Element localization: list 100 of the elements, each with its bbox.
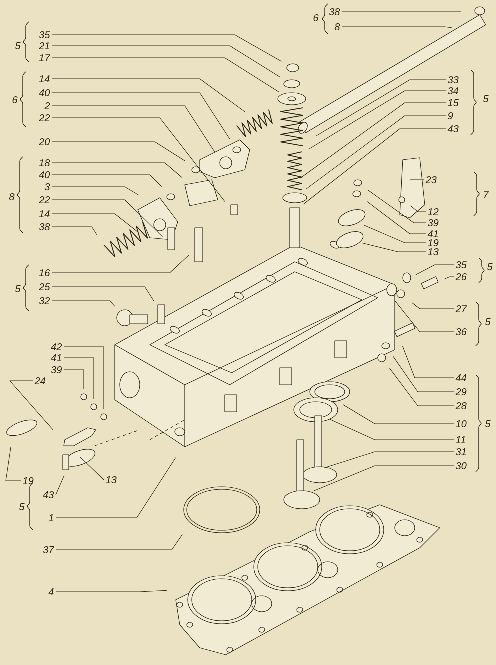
group-number: 7 xyxy=(484,192,490,198)
leader-line xyxy=(362,242,426,252)
callout-number: 19 xyxy=(23,477,34,485)
callout-number: 14 xyxy=(39,210,50,218)
callout-number: 32 xyxy=(39,297,50,305)
leader-line xyxy=(52,300,116,307)
leader-line xyxy=(52,254,190,274)
leader-line xyxy=(364,224,426,244)
leader-line xyxy=(367,202,426,234)
callout-number: 12 xyxy=(428,208,439,216)
leader-line xyxy=(52,34,282,62)
group-number: 6 xyxy=(314,14,319,22)
callout-number: 39 xyxy=(428,219,439,227)
callout-number: 13 xyxy=(428,248,439,256)
leader-line xyxy=(300,102,446,179)
leader-line xyxy=(56,458,176,518)
leader-line xyxy=(52,200,163,238)
leader-line xyxy=(64,358,94,400)
callout-number: 44 xyxy=(456,374,467,382)
leader-line xyxy=(416,264,454,276)
leader-line xyxy=(316,80,446,137)
leader-line xyxy=(412,302,454,310)
callout-number: 10 xyxy=(456,420,467,428)
callout-number: 13 xyxy=(106,476,117,484)
callout-number: 21 xyxy=(39,42,50,50)
callout-number: 2 xyxy=(44,102,50,110)
callout-number: 35 xyxy=(456,261,467,269)
leader-line xyxy=(56,475,65,496)
group-number: 5 xyxy=(483,96,489,102)
callout-number: 34 xyxy=(448,87,459,95)
callout-number: 43 xyxy=(43,491,54,499)
callout-number: 1 xyxy=(48,514,54,522)
group-number: 5 xyxy=(19,504,25,510)
callout-number: 31 xyxy=(456,448,466,456)
leader-line xyxy=(314,466,454,492)
callout-number: 23 xyxy=(426,176,437,184)
leader-line xyxy=(10,380,54,430)
callout-number: 27 xyxy=(456,306,468,312)
group-number: 5 xyxy=(15,42,21,50)
leader-line xyxy=(52,106,216,152)
group-number: 5 xyxy=(485,318,491,326)
callout-number: 25 xyxy=(39,283,50,291)
leader-line xyxy=(308,90,446,150)
callout-number: 40 xyxy=(39,89,50,97)
callout-number: 20 xyxy=(39,138,50,146)
callout-number: 39 xyxy=(51,366,62,374)
callout-number: 41 xyxy=(428,230,438,238)
leader-line xyxy=(390,368,454,406)
leader-line xyxy=(64,346,104,410)
callout-number: 40 xyxy=(39,171,50,179)
callout-number: 41 xyxy=(51,354,62,362)
callout-number: 9 xyxy=(448,112,454,120)
leader-line xyxy=(6,446,22,482)
leader-line xyxy=(52,142,186,162)
leader-line xyxy=(394,300,454,332)
callout-number: 16 xyxy=(39,269,50,277)
callout-number: 8 xyxy=(334,23,340,31)
leader-line xyxy=(52,226,98,236)
callout-number: 36 xyxy=(456,328,467,336)
leader-line xyxy=(306,116,446,190)
callout-number: 26 xyxy=(456,273,467,281)
leader-line xyxy=(304,128,446,204)
callout-number: 42 xyxy=(51,344,62,350)
callout-number: 30 xyxy=(456,462,467,470)
leader-line xyxy=(342,26,452,28)
callout-number: 19 xyxy=(428,239,439,247)
leader-line xyxy=(444,276,454,280)
leader-line xyxy=(52,58,280,92)
callout-number: 37 xyxy=(43,546,54,554)
callout-number: 22 xyxy=(39,114,50,122)
callout-number: 4 xyxy=(48,588,54,596)
leader-line xyxy=(52,174,162,188)
leader-line xyxy=(52,214,138,232)
leader-line xyxy=(393,356,454,392)
callout-number: 18 xyxy=(39,159,50,167)
leader-line xyxy=(56,590,168,592)
callout-number: 3 xyxy=(44,183,50,191)
callout-number: 38 xyxy=(329,8,340,16)
callout-number: 17 xyxy=(39,54,50,62)
leader-line xyxy=(80,456,104,480)
callout-number: 11 xyxy=(456,436,466,444)
callout-number: 35 xyxy=(39,31,50,39)
callout-number: 28 xyxy=(456,402,467,410)
group-number: 5 xyxy=(487,264,493,270)
callout-number: 24 xyxy=(34,378,46,384)
leader-line xyxy=(324,452,454,468)
leader-line xyxy=(52,78,246,113)
leader-line xyxy=(52,162,182,178)
callout-number: 33 xyxy=(448,76,459,84)
callout-number: 22 xyxy=(39,196,50,204)
leader-line xyxy=(368,190,426,224)
leader-line xyxy=(52,92,230,140)
callout-number: 43 xyxy=(448,125,459,133)
leader-line xyxy=(410,206,426,212)
callout-number: 38 xyxy=(39,223,50,231)
leader-line xyxy=(330,419,454,440)
group-number: 8 xyxy=(9,193,15,201)
callout-number: 15 xyxy=(448,100,459,106)
leader-line xyxy=(52,46,280,78)
group-number: 5 xyxy=(485,420,491,428)
